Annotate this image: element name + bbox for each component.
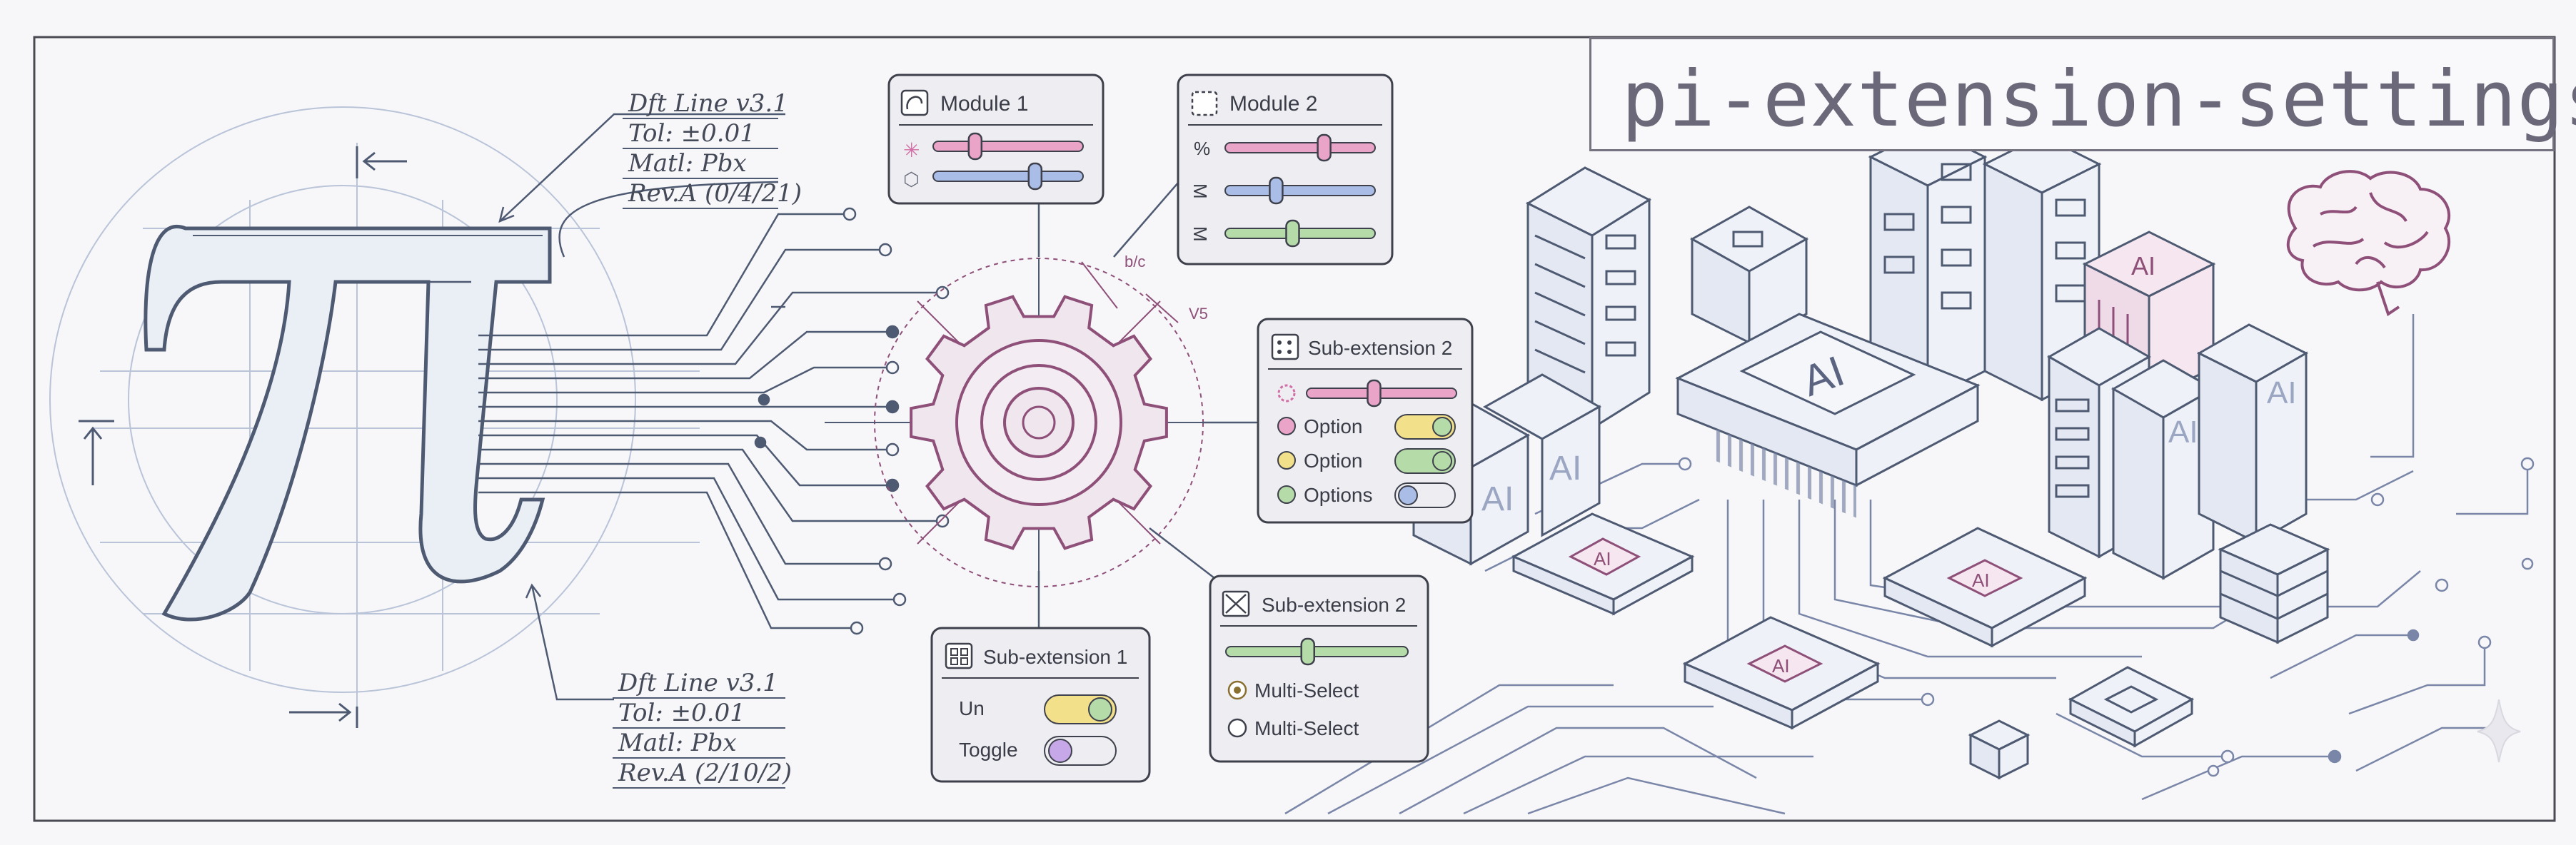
annotation-bottom-line4: Rev.A (2/10/2) — [618, 759, 792, 787]
module2-slider-1[interactable] — [1224, 133, 1376, 162]
annotation-bottom: Dft Line v3.1 Tol: ±0.01 Matl: Pbx Rev.A… — [613, 669, 792, 789]
subext2-bottom-radio-2-label: Multi-Select — [1254, 717, 1359, 739]
sparkle-icon — [2477, 699, 2521, 763]
subext2-top-option-2-label: Option — [1304, 450, 1363, 472]
annotation-top-line2: Tol: ±0.01 — [628, 119, 755, 148]
gear-icon: b/c V5 — [825, 253, 1274, 587]
annotation-top-line1: Dft Line v3.1 — [628, 89, 788, 118]
subext2-top-title: Sub-extension 2 — [1308, 337, 1452, 359]
subext2-bottom-radio-1[interactable]: Multi-Select — [1227, 679, 1359, 702]
slider-track[interactable] — [1306, 388, 1457, 399]
annotation-bottom-line3: Matl: Pbx — [618, 729, 737, 757]
circuit-pads-left — [754, 207, 950, 635]
outer-frame — [33, 36, 2556, 822]
slider-handle[interactable] — [1367, 379, 1382, 408]
subext2-top-dial-icon — [1277, 384, 1296, 403]
subext1-toggle-2-label: Toggle — [959, 739, 1018, 761]
subext2-top-icon — [1271, 333, 1299, 360]
module2-panel: Module 2 % M M — [1177, 74, 1394, 265]
annotation-top: Dft Line v3.1 Tol: ±0.01 Matl: Pbx Rev.A… — [623, 89, 802, 209]
subext2-bottom-slider[interactable] — [1225, 637, 1409, 666]
slider-handle[interactable] — [1027, 162, 1043, 191]
module2-symbol-3: M — [1189, 226, 1211, 242]
module1-panel: Module 1 ✳ ⬡ — [887, 74, 1105, 205]
subext1-toggle-1[interactable] — [1044, 694, 1117, 724]
ai-label-chip-bottom: AI — [1772, 655, 1790, 677]
circuit-traces-left — [478, 213, 942, 629]
slider-handle[interactable] — [1300, 637, 1315, 666]
subext2-top-option-2[interactable]: Option — [1277, 448, 1456, 474]
subext2-top-slider[interactable] — [1306, 379, 1457, 408]
subext2-bottom-title: Sub-extension 2 — [1262, 594, 1406, 616]
annotation-top-line4: Rev.A (0/4/21) — [628, 179, 802, 208]
slider-track[interactable] — [1224, 142, 1376, 153]
annotation-bottom-line1: Dft Line v3.1 — [618, 669, 778, 697]
subext1-toggle-2[interactable] — [1044, 736, 1117, 766]
slider-track[interactable] — [1224, 228, 1376, 239]
ai-label-rack-a: AI — [1481, 480, 1514, 518]
subext1-icon — [945, 642, 973, 669]
module2-symbol-1: % — [1194, 138, 1210, 159]
module1-hex-icon: ⬡ — [903, 169, 920, 191]
slider-track[interactable] — [1225, 646, 1409, 657]
ai-label-rack-c: AI — [2168, 415, 2198, 450]
module1-title: Module 1 — [940, 92, 1028, 116]
slider-handle[interactable] — [967, 132, 983, 161]
ai-label-rack-d: AI — [2267, 375, 2297, 410]
subext2-top-panel: Sub-extension 2 Option Option Options — [1257, 318, 1474, 524]
annotation-bottom-line2: Tol: ±0.01 — [618, 699, 745, 727]
module2-icon — [1191, 91, 1218, 116]
ai-label-chip-left: AI — [1594, 548, 1611, 570]
subext2-bottom-radio-2[interactable]: Multi-Select — [1227, 717, 1359, 739]
brain-icon — [2286, 170, 2450, 317]
subext1-toggle-1-label: Un — [959, 697, 985, 719]
subext1-panel: Sub-extension 1 Un Toggle — [930, 627, 1151, 783]
subext1-title: Sub-extension 1 — [983, 646, 1127, 668]
module1-slider-2[interactable] — [932, 162, 1084, 191]
module2-slider-3[interactable] — [1224, 219, 1376, 248]
slider-track[interactable] — [932, 171, 1084, 182]
annotation-top-line3: Matl: Pbx — [628, 149, 747, 178]
ai-label-chip-mid: AI — [1972, 570, 1990, 591]
slider-handle[interactable] — [1317, 133, 1332, 162]
module2-title: Module 2 — [1229, 92, 1317, 116]
module2-symbol-2: M — [1189, 183, 1211, 199]
slider-track[interactable] — [932, 141, 1084, 152]
gear-mark-a: b/c — [1125, 253, 1145, 270]
module1-sparkle-icon: ✳ — [903, 138, 920, 162]
ai-label-rack-b: AI — [1549, 450, 1581, 487]
subext2-bottom-radio-1-label: Multi-Select — [1254, 679, 1359, 702]
module2-slider-2[interactable] — [1224, 176, 1376, 205]
subext2-top-option-3[interactable]: Options — [1277, 482, 1456, 508]
ai-label-pink: AI — [2131, 251, 2155, 280]
module1-slider-1[interactable] — [932, 132, 1084, 161]
subext2-top-option-3-label: Options — [1304, 484, 1373, 506]
page-title: pi-extension-settings — [1621, 55, 2576, 144]
subext2-top-option-1[interactable]: Option — [1277, 414, 1456, 440]
subext2-bottom-panel: Sub-extension 2 Multi-Select Multi-Selec… — [1209, 575, 1429, 763]
slider-track[interactable] — [1224, 185, 1376, 196]
subext2-top-option-1-label: Option — [1304, 415, 1363, 437]
module1-icon — [900, 89, 929, 116]
slider-handle[interactable] — [1285, 219, 1300, 248]
pi-symbol — [49, 106, 785, 728]
slider-handle[interactable] — [1269, 176, 1284, 205]
gear-mark-b: V5 — [1189, 305, 1208, 323]
ai-chip-icon: AI AI AI AI — [1511, 313, 2195, 748]
title-box: pi-extension-settings — [1589, 37, 2576, 151]
